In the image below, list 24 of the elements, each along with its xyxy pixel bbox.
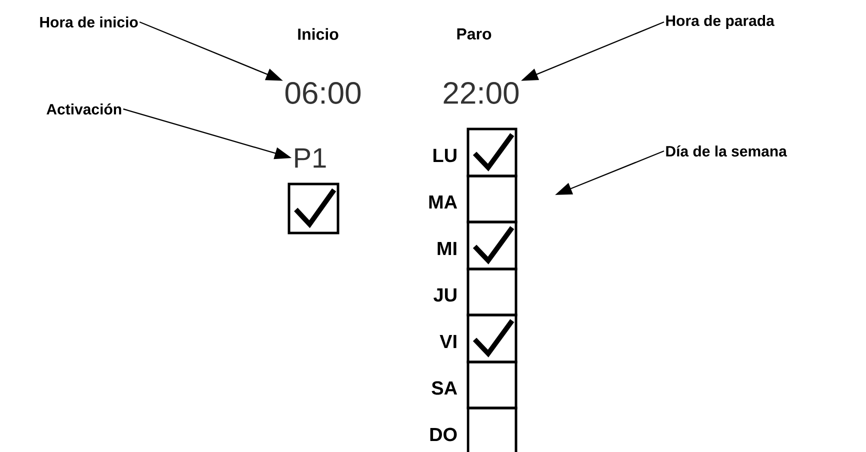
checked-box: [466, 128, 518, 178]
callout-text: Hora de inicio: [40, 16, 138, 28]
day-label: MA: [429, 195, 458, 209]
checkbox: [466, 406, 518, 452]
callout-text: Día de la semana: [666, 145, 788, 157]
program-label: P1: [295, 148, 326, 168]
column-heading: Inicio: [298, 28, 338, 40]
checkbox: [466, 360, 518, 410]
checkbox: [466, 268, 518, 316]
day-label: DO: [430, 428, 457, 442]
column-heading: Paro: [457, 28, 492, 40]
checked-box: [466, 220, 518, 270]
time-value: 06:00: [285, 82, 361, 104]
day-label: LU: [434, 148, 456, 162]
day-label: SA: [432, 381, 458, 395]
checked-box: [288, 182, 340, 234]
day-label: MI: [438, 242, 456, 256]
callout-text: Hora de parada: [666, 15, 774, 29]
callout-text: Activación: [46, 103, 122, 115]
checkbox: [466, 174, 518, 224]
day-label: JU: [434, 288, 456, 302]
checked-box: [466, 314, 518, 364]
day-label: VI: [440, 334, 456, 348]
time-value: 22:00: [444, 82, 519, 104]
